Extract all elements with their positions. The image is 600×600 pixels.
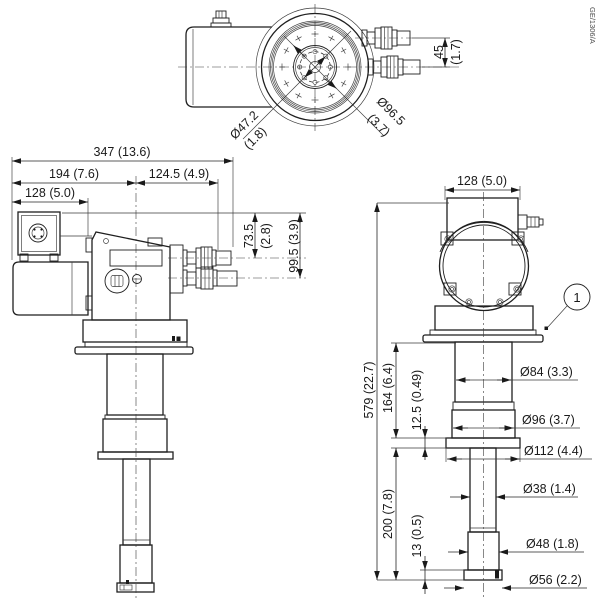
doc-number-label: GE/1306/A	[588, 7, 597, 44]
dim-dia-112: Ø112 (4.4)	[524, 444, 583, 458]
dim-overall-length: 347 (13.6)	[94, 145, 151, 159]
foot-pin-mark	[495, 570, 499, 579]
dim-lower-port-height: 99.5 (3.9)	[287, 219, 301, 273]
front-mounting-flange	[422, 334, 544, 343]
leader-bolt-circle-dia	[242, 30, 352, 140]
side-view: 347 (13.6) 194 (7.6) 124.5 (4.9) 128 (5.…	[11, 145, 306, 598]
dim-axis-to-port: 124.5 (4.9)	[149, 167, 209, 181]
manual-book-icon	[104, 268, 130, 294]
front-pedestal	[422, 305, 544, 343]
dia-dim-112: Ø112 (4.4)	[445, 444, 592, 462]
dim-upper-port-height-in: (2.8)	[259, 223, 273, 249]
pump-head-body	[85, 231, 184, 321]
top-connector	[210, 10, 232, 28]
port-manifold	[169, 244, 184, 294]
junction-box-connector	[28, 223, 48, 243]
front-connector	[517, 214, 544, 230]
callout-1-label: 1	[573, 290, 580, 305]
front-bolts	[444, 235, 525, 306]
dim-lower-section-height: 200 (7.8)	[381, 489, 395, 539]
tiny-stamp-mark	[172, 336, 175, 341]
dim-foot-height: 13 (0.5)	[410, 514, 424, 557]
side-upper-fitting	[168, 246, 306, 270]
dim-overall-height: 579 (22.7)	[362, 362, 376, 419]
top-lower-fitting	[367, 55, 421, 79]
dim-length-to-axis: 194 (7.6)	[49, 167, 99, 181]
dim-flange-thickness: 12.5 (0.49)	[410, 370, 424, 430]
dia-dim-96: Ø96 (3.7)	[453, 413, 580, 431]
front-view: 128 (5.0)	[362, 174, 592, 598]
leader-flange-dia	[283, 35, 385, 137]
front-lower-column	[445, 341, 521, 581]
dim-upper-port-height: 73.5	[242, 224, 256, 248]
side-lower-column	[97, 353, 174, 593]
dim-port-offset-lines	[412, 37, 450, 68]
dim-dia-96: Ø96 (3.7)	[522, 413, 575, 427]
dim-dia-84: Ø84 (3.3)	[520, 365, 573, 379]
top-view: Ø47.2 (1.8) Ø96.5 (3.7)	[178, 4, 463, 152]
dia-dim-48: Ø48 (1.8)	[448, 537, 584, 555]
screw-head	[132, 274, 142, 284]
dim-motor-length: 128 (5.0)	[25, 186, 75, 200]
dim-dia-56: Ø56 (2.2)	[529, 573, 582, 587]
junction-box	[17, 211, 61, 262]
top-upper-fitting	[355, 26, 412, 50]
callout-1: 1	[544, 283, 591, 330]
side-pedestal	[74, 319, 194, 355]
dim-motor-width: 128 (5.0)	[457, 174, 507, 188]
dia-dim-84: Ø84 (3.3)	[456, 365, 578, 383]
dim-dia-48: Ø48 (1.8)	[526, 537, 579, 551]
dim-port-offset-in: (1.7)	[449, 39, 463, 65]
dim-upper-section-height: 164 (6.4)	[381, 363, 395, 413]
side-lower-fitting	[168, 266, 306, 290]
front-motor-housing	[438, 197, 544, 312]
side-motor-body	[12, 235, 92, 316]
dia-dim-38: Ø38 (1.4)	[450, 482, 578, 500]
dim-dia-38: Ø38 (1.4)	[523, 482, 576, 496]
dia-dim-56: Ø56 (2.2)	[444, 573, 587, 591]
dim-port-offset: 45	[432, 45, 446, 59]
